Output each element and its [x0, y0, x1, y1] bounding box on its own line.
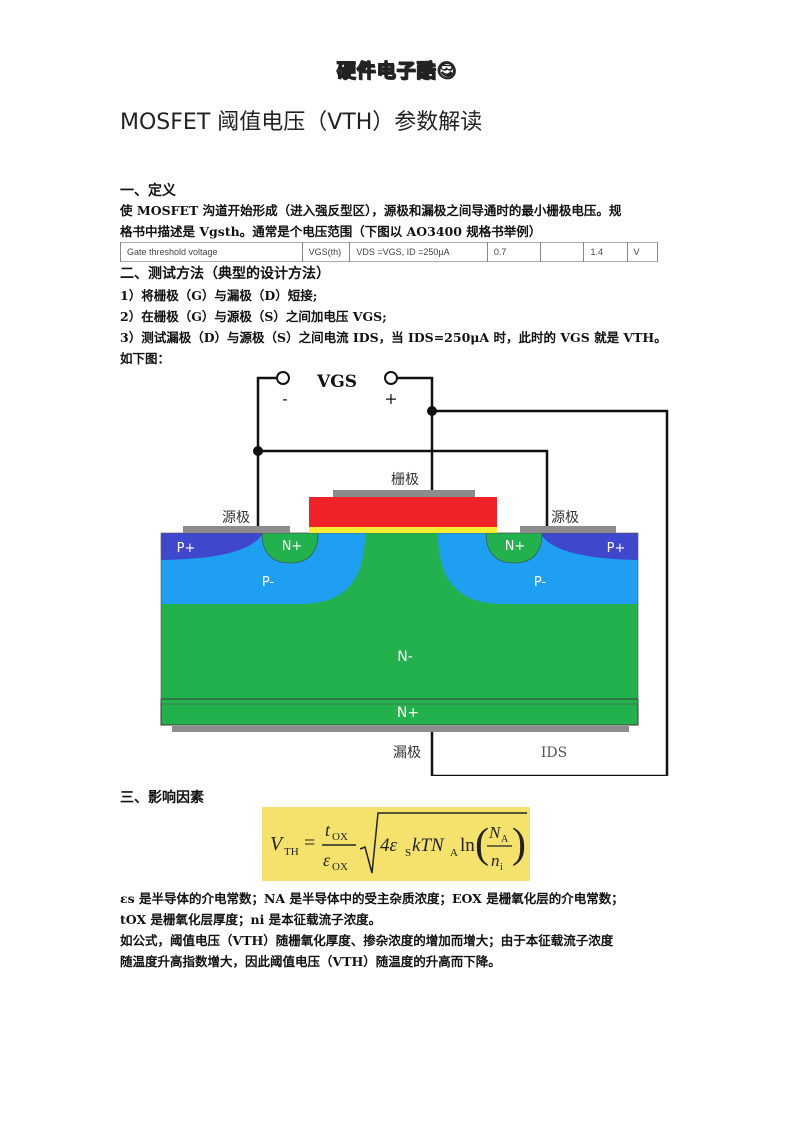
spec-typ: [540, 242, 584, 262]
spec-max: 1.4: [583, 242, 627, 262]
factors-desc-4: 随温度升高指数增大，因此阈值电压（VTH）随温度的升高而下降。: [120, 954, 501, 969]
spec-unit: V: [626, 242, 658, 262]
n-plus-right-label: N+: [505, 539, 526, 554]
vgs-plus-label: +: [384, 389, 397, 408]
formula-frac-num-sub: A: [501, 834, 509, 845]
wire-source-bus: [258, 449, 549, 526]
test-step-2: 2）在栅极（G）与源极（S）之间加电压 VGS;: [120, 309, 387, 324]
formula-den-sub: OX: [332, 861, 348, 873]
spec-min: 0.7: [486, 242, 541, 262]
vgs-minus-terminal: [276, 371, 290, 385]
vgs-label: VGS: [316, 372, 357, 392]
figure-intro: 如下图：: [120, 351, 171, 366]
formula-sqrt: [359, 812, 527, 874]
formula-ln: ln: [460, 835, 475, 856]
gate-label: 栅极: [391, 472, 419, 488]
n-plus-bottom-layer: [160, 698, 639, 726]
gate-contact: [333, 490, 475, 497]
formula-frac-den: n: [491, 851, 500, 870]
p-plus-right-region: [540, 533, 638, 560]
formula-frac-den-sub: i: [500, 862, 503, 873]
mosfet-test-diagram: VGS - + 栅极 源极 源极 P+ P+ N+ N+ P- P- N- N+…: [160, 371, 669, 776]
spec-symbol: VGS(th): [301, 242, 350, 262]
gate-poly: [309, 497, 497, 527]
circuit-wires: [256, 376, 669, 776]
definition-line-2: 格书中描述是 Vgsth。通常是个电压范围（下图以 AO3400 规格书举例）: [120, 224, 542, 239]
formula-eps-sub: S: [405, 847, 411, 859]
spec-condition: VDS =VGS, ID =250µA: [349, 242, 488, 262]
n-plus-right-region: [485, 532, 543, 564]
formula-lhs: V: [270, 833, 285, 855]
ids-label: IDS: [541, 745, 567, 761]
vth-formula: V TH = t OX ε OX 4ε S kTN A ln ( N A n i…: [270, 812, 527, 874]
spec-table: Gate threshold voltage VGS(th) VDS =VGS,…: [120, 242, 658, 262]
vgs-minus-label: -: [282, 389, 287, 408]
section-heading-test-method: 二、测试方法（典型的设计方法）: [120, 266, 330, 282]
definition-line-1: 使 MOSFET 沟道开始形成（进入强反型区），源极和漏极之间导通时的最小栅极电…: [120, 203, 622, 218]
vth-formula-image: V TH = t OX ε OX 4ε S kTN A ln ( N A n i…: [262, 807, 530, 881]
factors-desc-3: 如公式，阈值电压（VTH）随栅氧化厚度、掺杂浓度的增加而增大；由于本征载流子浓度: [120, 933, 614, 948]
formula-root-body: 4ε: [380, 835, 398, 856]
section-heading-definition: 一、定义: [120, 183, 176, 199]
page-title: MOSFET 阈值电压（VTH）参数解读: [120, 110, 483, 135]
factors-desc-2: tOX 是栅氧化层厚度；ni 是本征载流子浓度。: [120, 912, 382, 927]
gate-oxide: [309, 527, 497, 533]
formula-lhs-sub: TH: [284, 846, 299, 858]
test-step-3: 3）测试漏极（D）与源极（S）之间电流 IDS，当 IDS=250μA 时，此时…: [120, 330, 667, 345]
n-plus-left-label: N+: [282, 539, 303, 554]
p-plus-right-label: P+: [607, 541, 626, 556]
source-right-contact: [520, 526, 616, 533]
p-minus-left-label: P-: [262, 575, 275, 590]
n-minus-label: N-: [397, 649, 413, 665]
source-left-label: 源极: [222, 510, 250, 526]
test-step-1: 1）将栅极（G）与漏极（D）短接;: [120, 288, 318, 303]
junction-dot-source: [253, 446, 263, 456]
section-heading-factors: 三、影响因素: [120, 790, 204, 806]
wire-vgs-plus-to-gate: [397, 376, 434, 490]
wire-gate-drain-loop: [430, 409, 669, 776]
factors-desc-1: εs 是半导体的介电常数；NA 是半导体中的受主杂质浓度；ΕOX 是栅氧化层的介…: [120, 891, 624, 906]
p-plus-left-region: [161, 533, 263, 560]
vgs-plus-terminal: [384, 371, 398, 385]
junction-dot-gate: [427, 406, 437, 416]
formula-num: t: [325, 820, 331, 840]
drain-label: 漏极: [393, 745, 421, 761]
formula-frac-num: N: [488, 823, 502, 842]
formula-den: ε: [323, 850, 331, 870]
spec-param: Gate threshold voltage: [120, 242, 303, 262]
wire-vgs-minus-to-source: [256, 376, 276, 526]
source-left-contact: [183, 526, 290, 533]
n-plus-left-region: [261, 532, 319, 564]
site-logo: 硬件电子酷😎: [336, 59, 458, 82]
formula-right-paren: ): [512, 821, 526, 867]
spec-row: Gate threshold voltage VGS(th) VDS =VGS,…: [120, 242, 658, 262]
source-right-label: 源极: [551, 510, 579, 526]
formula-equals: =: [304, 832, 315, 854]
n-plus-bottom-label: N+: [397, 705, 419, 721]
formula-left-paren: (: [475, 821, 489, 867]
p-minus-right-label: P-: [534, 575, 547, 590]
p-plus-left-label: P+: [177, 541, 196, 556]
formula-ktn: kTN: [412, 835, 445, 856]
formula-na-sub: A: [450, 847, 458, 859]
formula-num-sub: OX: [332, 831, 348, 843]
drain-contact: [172, 726, 629, 732]
